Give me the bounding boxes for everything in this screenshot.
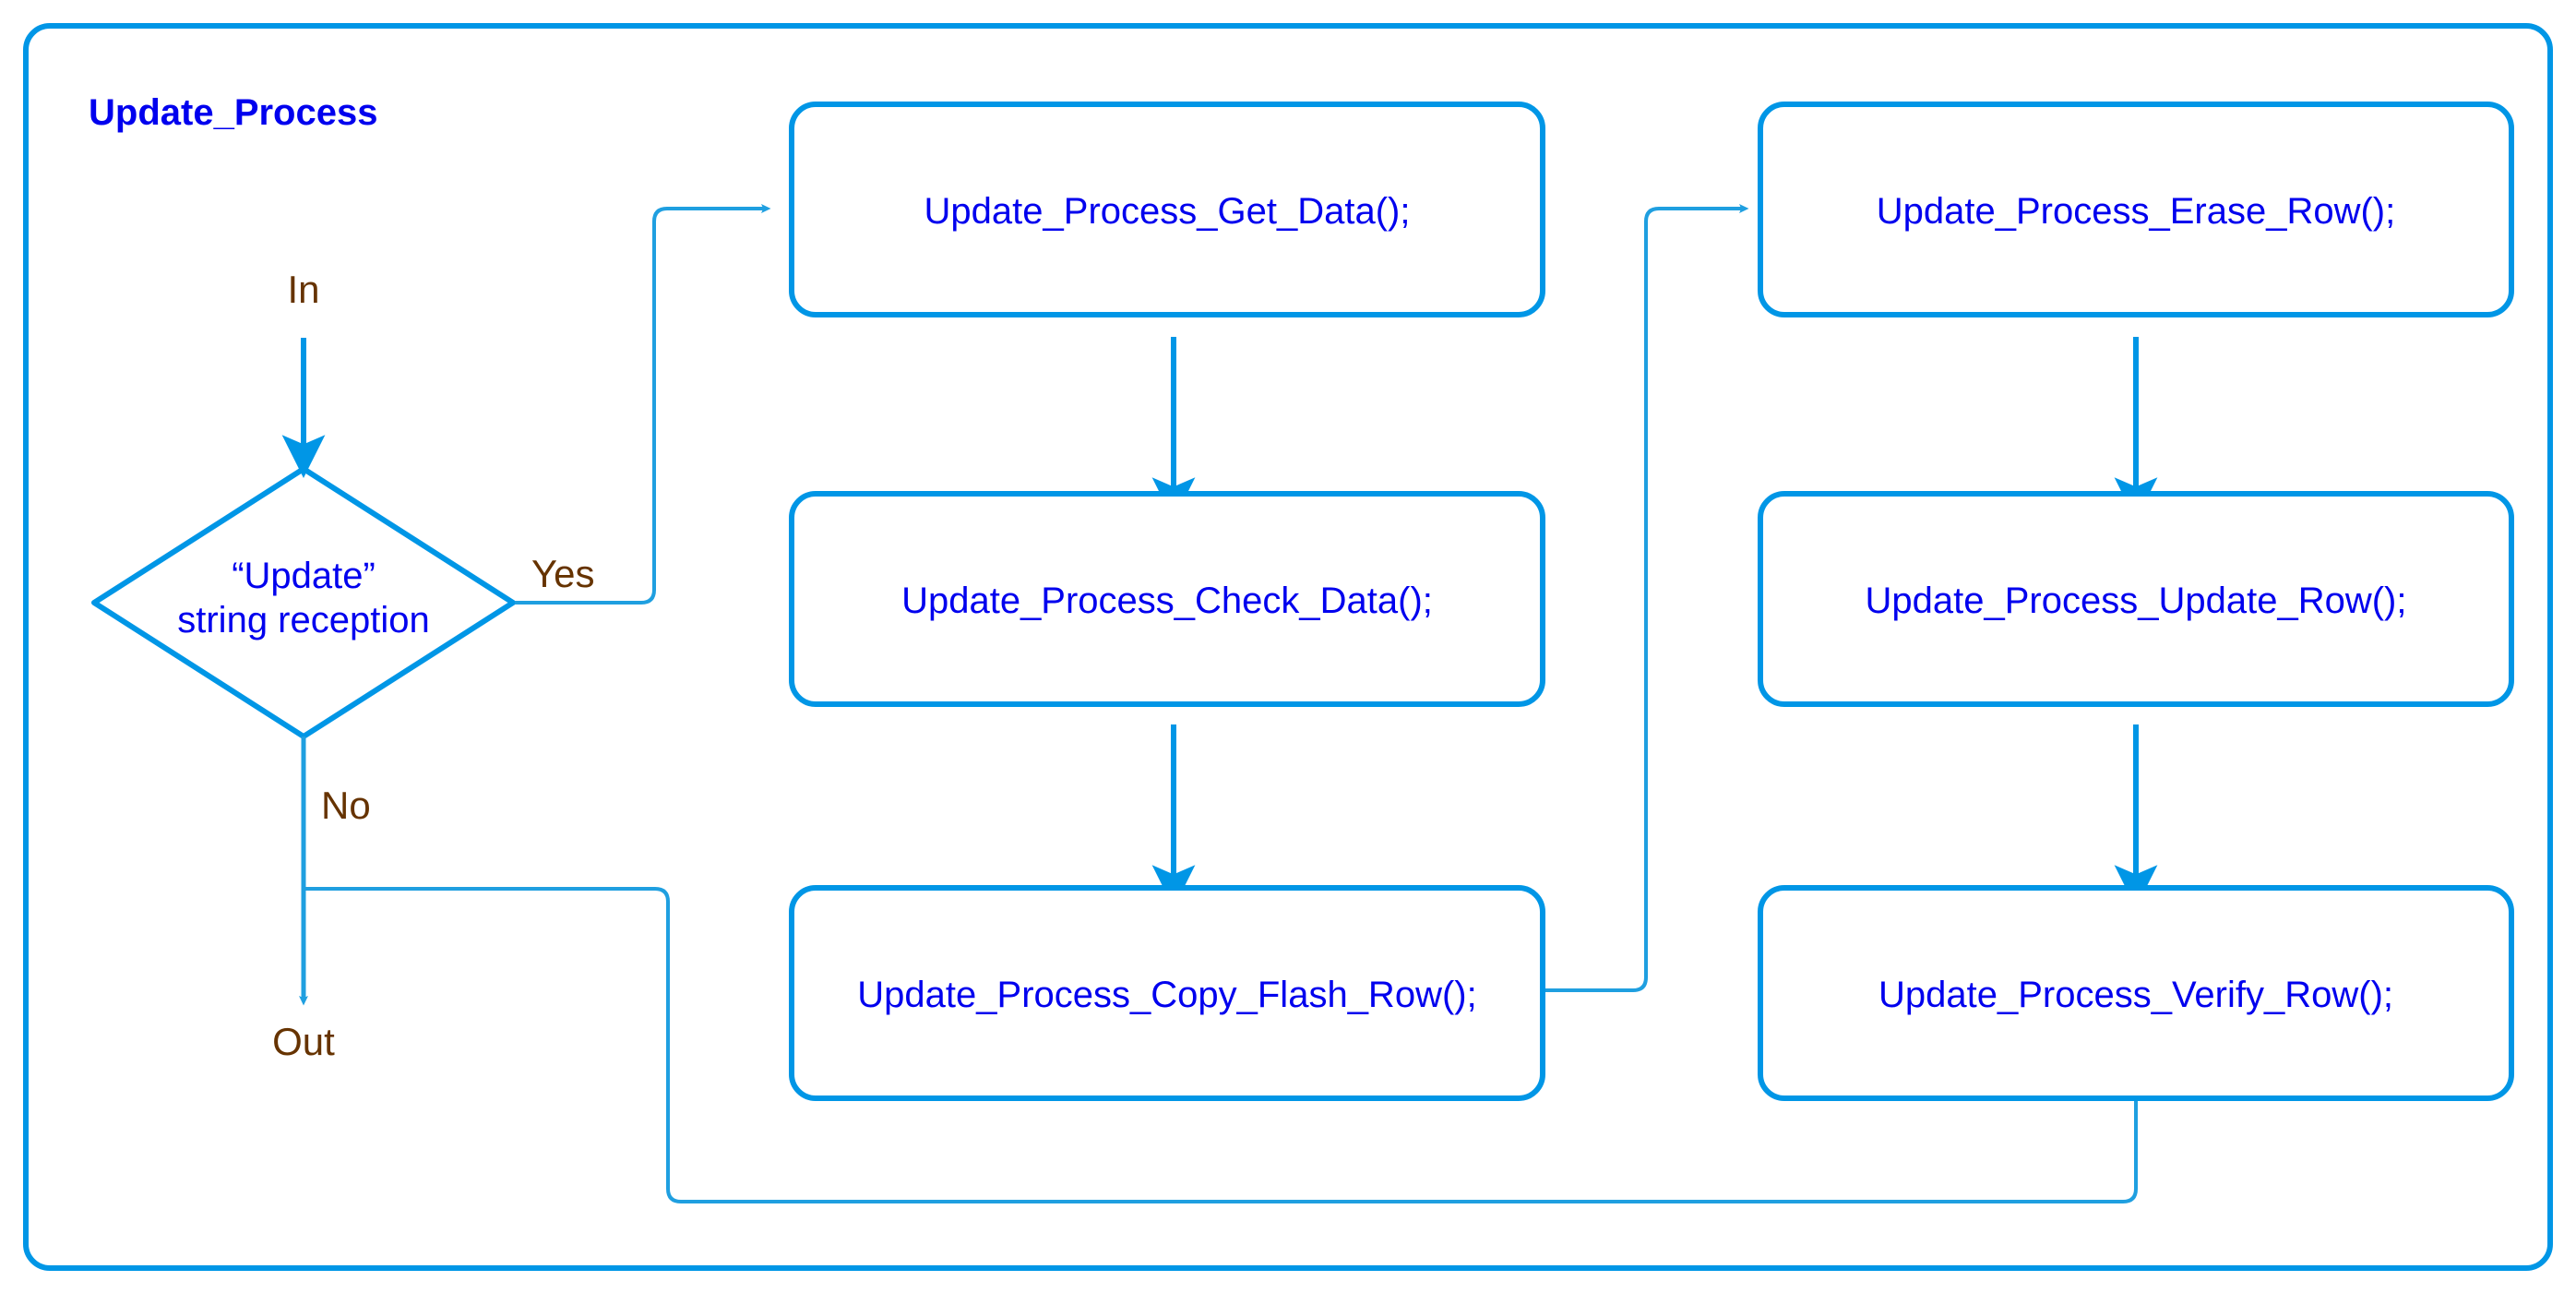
node-box-update-row[interactable] [1758, 491, 2514, 707]
node-box-copy-flash-row[interactable] [789, 885, 1545, 1101]
node-box-verify-row[interactable] [1758, 885, 2514, 1101]
terminal-label-out: Out [272, 1020, 335, 1063]
edge-decision-to-get-data [515, 204, 771, 605]
edge-verify-row-feedback-loop [305, 887, 2138, 1203]
terminal-label-in: In [287, 268, 320, 311]
edge-copy-flash-row-to-erase-row [1544, 204, 1749, 992]
node-box-erase-row[interactable] [1758, 102, 2514, 317]
edge-label-no: No [321, 784, 371, 827]
container-title: Update_Process [89, 92, 378, 133]
container-border [23, 23, 2553, 1271]
node-box-check-data[interactable] [789, 491, 1545, 707]
decision-diamond [91, 466, 516, 739]
edge-label-yes: Yes [531, 552, 595, 595]
node-box-get-data[interactable] [789, 102, 1545, 317]
